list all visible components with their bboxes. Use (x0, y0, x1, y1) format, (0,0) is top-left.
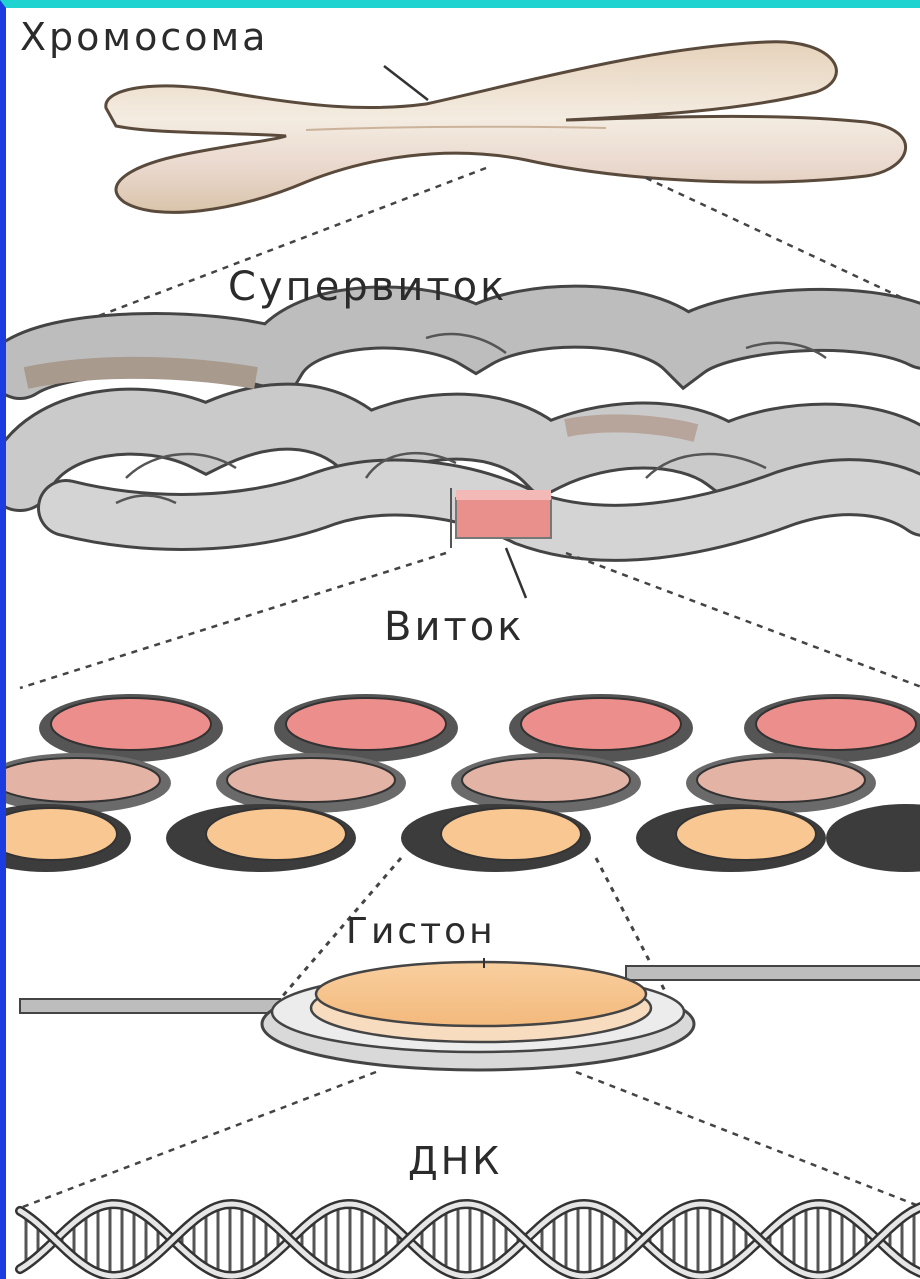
supercoil-label: Супервиток (228, 264, 507, 310)
chromosome-pointer (384, 66, 428, 100)
dna-label: ДНК (408, 1139, 502, 1183)
chromosome-label: Хромосома (20, 15, 268, 59)
histone-nucleosome (20, 962, 920, 1070)
nucleosome-row-top (39, 694, 920, 762)
chromosome-shape (106, 42, 906, 213)
coil-pointer (506, 548, 526, 598)
nucleosome-fiber (6, 694, 920, 872)
dna-helix (20, 1204, 920, 1276)
chromatin-diagram: Хромосома Супервиток Виток (6, 8, 920, 1279)
nucleosome-row-bottom (6, 804, 920, 872)
supercoil-shape (20, 317, 920, 548)
nucleosome-row-middle (6, 753, 876, 813)
coil-label: Виток (384, 604, 524, 650)
histone-label: Гистон (346, 911, 496, 952)
